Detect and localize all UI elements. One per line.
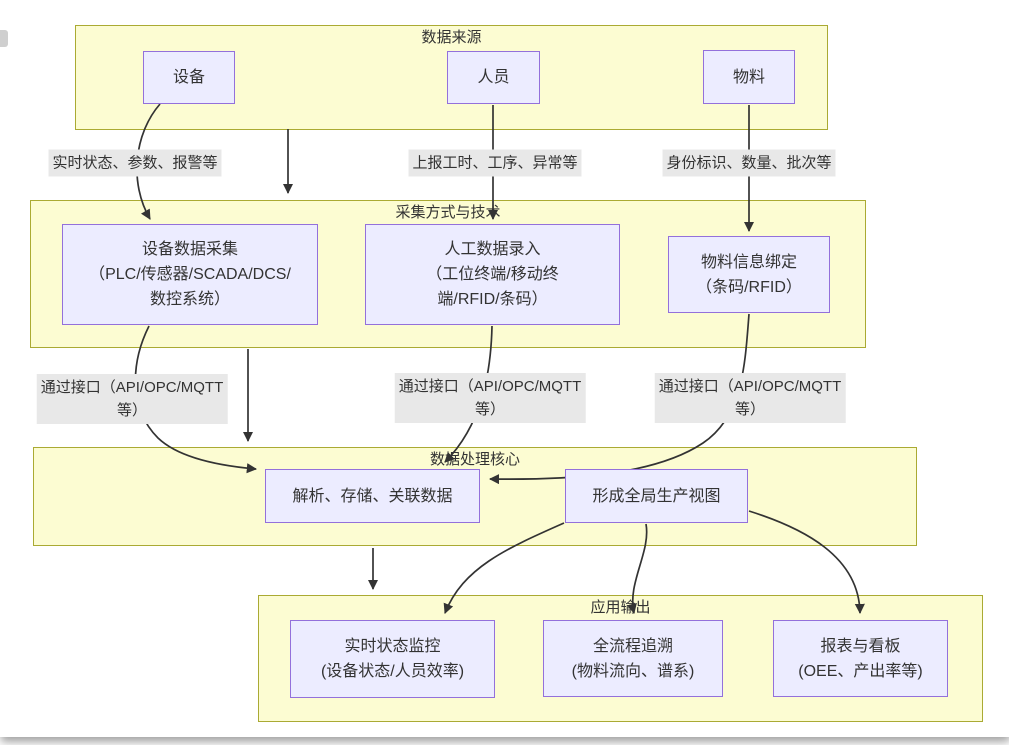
node-manual-entry-line3: 端/RFID/条码） [437,291,548,308]
node-realtime-monitor-line2: (设备状态/人员效率) [320,663,465,680]
edge-global-view-to-reports [748,510,865,615]
node-manual-entry-line2: （工位终端/移动终 [426,266,559,283]
edge-label-person-data: 上报工时、工序、异常等 [408,149,582,177]
node-reports-boards: 报表与看板 (OEE、产出率等) [773,620,948,697]
node-person-label: 人员 [477,69,510,86]
node-material-binding-line2: （条码/RFID） [696,278,802,296]
edge-label-material-data-text: 身份标识、数量、批次等 [666,154,832,172]
edge-label-device-data-text: 实时状态、参数、报警等 [52,154,218,172]
node-traceability: 全流程追溯 (物料流向、谱系) [543,620,723,697]
edge-label-api-right-line2: 等） [734,401,766,418]
node-manual-entry: 人工数据录入 （工位终端/移动终 端/RFID/条码） [365,224,620,325]
node-manual-entry-line1: 人工数据录入 [444,241,541,258]
node-parse-store: 解析、存储、关联数据 [265,469,480,523]
node-device-capture: 设备数据采集 （PLC/传感器/SCADA/DCS/ 数控系统） [62,224,318,325]
node-realtime-monitor-line1: 实时状态监控 [344,638,441,655]
edge-device-capture-to-parse-store [134,325,258,474]
node-material-binding-line1: 物料信息绑定 [700,253,797,271]
node-traceability-line2: (物料流向、谱系) [571,662,695,680]
node-person: 人员 [447,51,540,104]
node-device-capture-line2: （PLC/传感器/SCADA/DCS/ [89,266,291,283]
node-material-binding: 物料信息绑定 （条码/RFID） [668,236,830,313]
node-traceability-line1: 全流程追溯 [592,637,673,655]
cluster-title-data-sources: 数据来源 [421,29,482,46]
node-reports-boards-line1: 报表与看板 [820,637,901,655]
node-global-view: 形成全局生产视图 [565,469,748,523]
edge-label-device-data: 实时状态、参数、报警等 [48,149,222,177]
node-parse-store-label: 解析、存储、关联数据 [292,487,453,505]
edge-label-api-middle-line1: 通过接口（API/OPC/MQTT [398,378,582,395]
edge-label-api-left-line1: 通过接口（API/OPC/MQTT [40,379,224,396]
node-reports-boards-line2: (OEE、产出率等) [798,662,923,680]
edge-material-binding-to-parse-store [488,313,750,485]
node-material-label: 物料 [732,68,765,86]
node-realtime-monitor: 实时状态监控 (设备状态/人员效率) [290,620,495,698]
node-device-capture-line1: 设备数据采集 [141,241,238,258]
edge-label-material-data: 身份标识、数量、批次等 [662,149,836,177]
cluster-title-collection-methods: 采集方式与技术 [395,204,501,221]
edge-global-view-to-traceability [626,523,648,614]
edge-label-api-right-line1: 通过接口（API/OPC/MQTT [658,378,842,395]
edge-label-person-data-text: 上报工时、工序、异常等 [412,154,578,172]
node-device-capture-line3: 数控系统） [149,291,230,308]
node-material: 物料 [703,50,795,104]
window-edge-artifact [0,30,8,47]
edge-global-view-to-realtime-monitor [443,522,565,614]
node-device-label: 设备 [172,69,205,86]
edge-label-api-left: 通过接口（API/OPC/MQTT 等） [36,374,228,424]
node-device: 设备 [143,51,235,104]
edge-label-api-right: 通过接口（API/OPC/MQTT 等） [654,373,846,423]
edge-label-api-middle: 通过接口（API/OPC/MQTT 等） [394,373,586,423]
edge-label-api-middle-line2: 等） [474,401,506,418]
edge-label-api-left-line2: 等） [116,402,148,419]
node-global-view-label: 形成全局生产视图 [592,487,721,505]
